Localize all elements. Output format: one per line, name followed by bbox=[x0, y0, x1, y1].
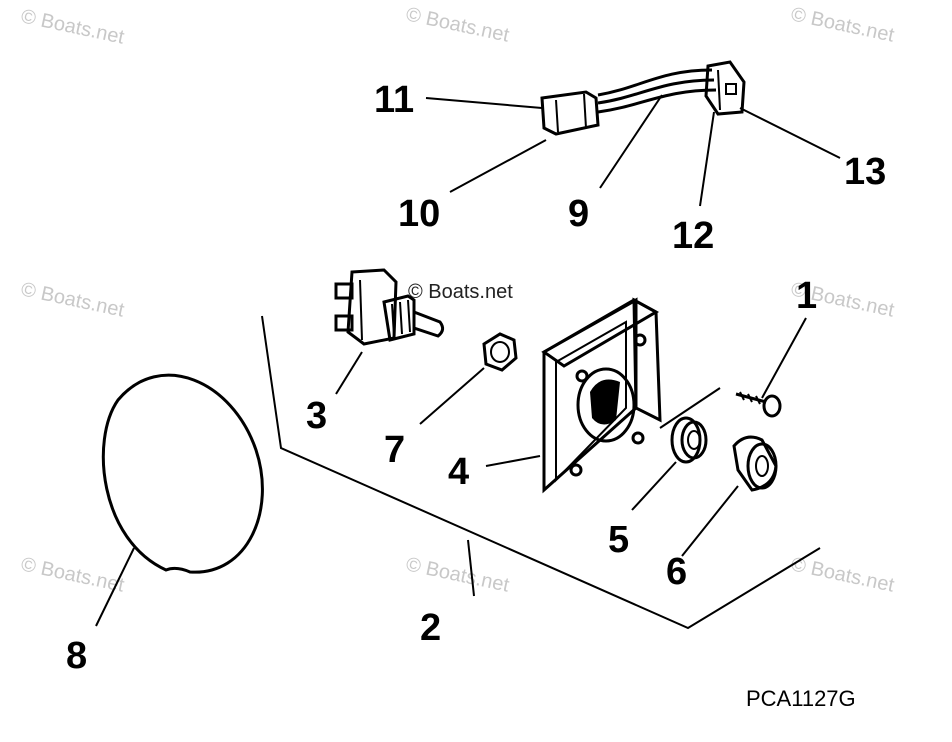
panel-outline bbox=[261, 315, 821, 630]
hex-nut bbox=[482, 332, 518, 372]
mounting-plate bbox=[541, 297, 662, 494]
watermark: © Boats.net bbox=[19, 553, 127, 596]
watermark: © Boats.net bbox=[19, 5, 127, 48]
watermark: © Boats.net bbox=[789, 553, 897, 596]
leader-lines bbox=[95, 94, 841, 627]
watermark: © Boats.net bbox=[789, 3, 897, 46]
wire-harness bbox=[540, 60, 746, 136]
callout-6: 6 bbox=[666, 551, 687, 593]
watermark: © Boats.net bbox=[404, 553, 512, 596]
callout-8: 8 bbox=[66, 635, 87, 677]
watermarks: © Boats.net © Boats.net © Boats.net © Bo… bbox=[19, 3, 897, 596]
watermark-center: © Boats.net bbox=[408, 281, 513, 303]
watermark: © Boats.net bbox=[404, 3, 512, 46]
callout-5: 5 bbox=[608, 519, 629, 561]
connector-left bbox=[540, 90, 600, 136]
callout-13: 13 bbox=[844, 151, 886, 193]
connector-right bbox=[704, 60, 746, 116]
callout-7: 7 bbox=[384, 429, 405, 471]
knob bbox=[732, 435, 778, 492]
callout-12: 12 bbox=[672, 215, 714, 257]
bushing bbox=[670, 416, 708, 464]
drawing-code: PCA1127G bbox=[746, 686, 856, 711]
callout-4: 4 bbox=[448, 451, 469, 493]
screw bbox=[735, 391, 782, 418]
callout-3: 3 bbox=[306, 395, 327, 437]
callout-2: 2 bbox=[420, 607, 441, 649]
callouts: 1 2 3 4 5 6 7 8 9 10 11 12 13 bbox=[66, 79, 886, 677]
toggle-switch bbox=[334, 268, 445, 346]
watermark: © Boats.net bbox=[19, 278, 127, 321]
callout-11: 11 bbox=[374, 79, 414, 121]
callout-10: 10 bbox=[398, 193, 440, 235]
callout-1: 1 bbox=[796, 275, 817, 317]
callout-9: 9 bbox=[568, 193, 589, 235]
gasket-ring bbox=[101, 373, 264, 574]
